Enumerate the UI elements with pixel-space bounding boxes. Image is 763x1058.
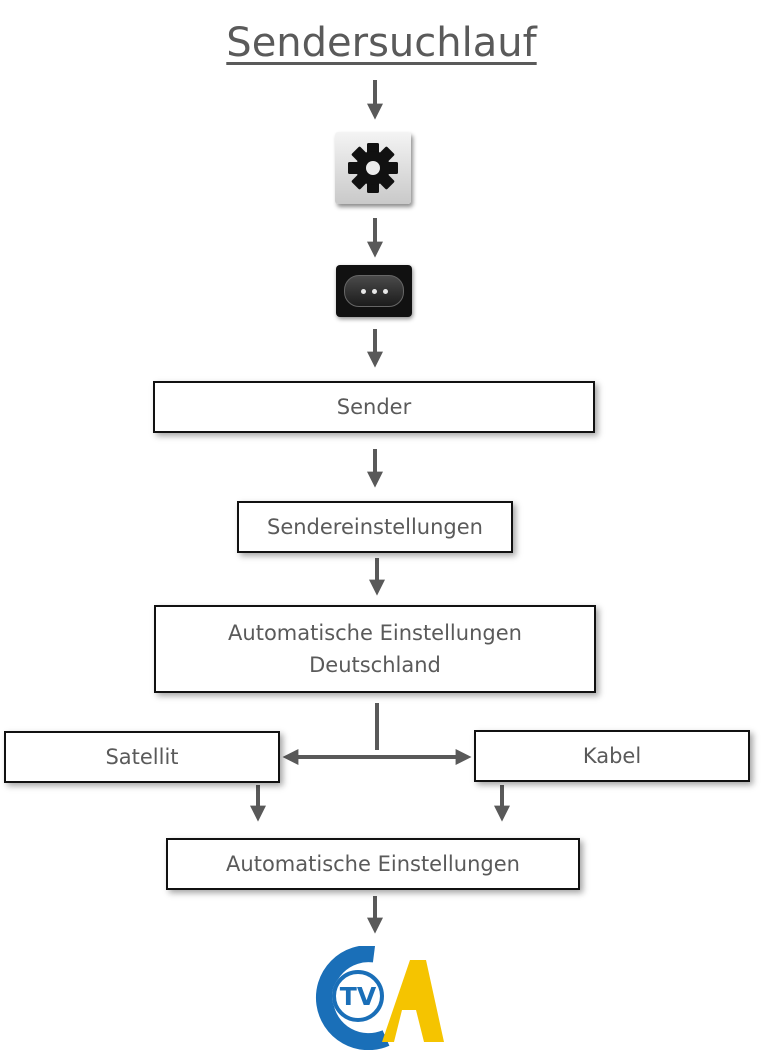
step-sendereinstellungen-label: Sendereinstellungen: [267, 515, 483, 539]
step-sender-label: Sender: [336, 395, 412, 419]
step-auto-de-line1: Automatische Einstellungen: [228, 621, 522, 645]
step-satellit-label: Satellit: [105, 745, 179, 769]
step-kabel: Kabel: [474, 730, 750, 782]
more-options-button[interactable]: [336, 265, 412, 317]
step-automatische-einstellungen: Automatische Einstellungen: [166, 838, 580, 890]
gear-icon: [348, 143, 398, 193]
step-sender: Sender: [153, 381, 595, 433]
step-auto-de-line2: Deutschland: [309, 653, 441, 677]
step-sendereinstellungen: Sendereinstellungen: [237, 501, 513, 553]
step-auto-final-label: Automatische Einstellungen: [226, 852, 520, 876]
tv-logo-text: TV: [340, 982, 377, 1011]
step-automatische-einstellungen-deutschland: Automatische Einstellungen Deutschland: [154, 605, 596, 693]
step-kabel-label: Kabel: [582, 744, 642, 768]
settings-button[interactable]: [335, 132, 411, 204]
step-satellit: Satellit: [4, 731, 280, 783]
tv-logo: TV: [315, 946, 444, 1050]
more-options-icon: [344, 275, 404, 307]
page-title: Sendersuchlauf: [226, 20, 537, 66]
